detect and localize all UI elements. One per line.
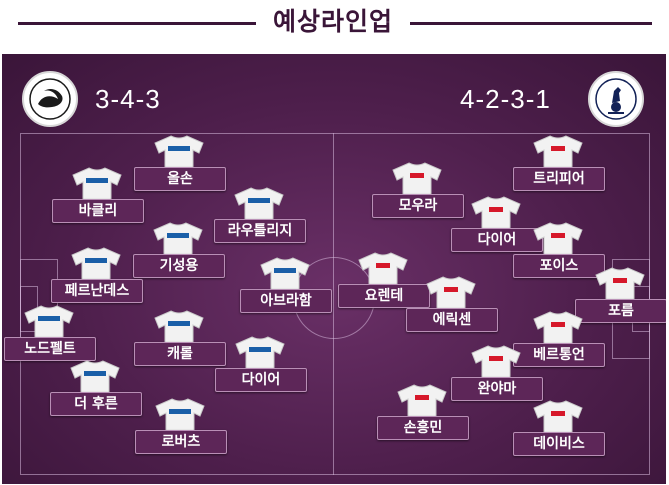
home-formation: 3-4-3: [95, 84, 161, 114]
jersey-icon: [533, 222, 583, 258]
player-label: 올손: [134, 167, 226, 191]
jersey-icon: [533, 400, 583, 436]
player-label: 에릭센: [406, 308, 498, 332]
player-label: 베르통언: [513, 343, 605, 367]
player-label: 바클리: [52, 199, 144, 223]
pitch: 3-4-3 4-2-3-1 올손 바클리 라우틀리지 기성용 페르난데스 아브라…: [2, 54, 666, 484]
jersey-icon: [533, 135, 583, 171]
player-label: 데이비스: [513, 432, 605, 456]
player-label: 페르난데스: [51, 279, 143, 303]
player-label: 캐롤: [134, 342, 226, 366]
player-label: 포름: [575, 299, 666, 323]
jersey-icon: [358, 252, 408, 288]
jersey-icon: [471, 345, 521, 381]
jersey-icon: [397, 384, 447, 420]
jersey-icon: [71, 247, 121, 283]
player-label: 라우틀리지: [214, 219, 306, 243]
jersey-icon: [260, 257, 310, 293]
jersey-icon: [595, 267, 645, 303]
jersey-icon: [426, 276, 476, 312]
jersey-icon: [234, 187, 284, 223]
header-rule-left: [18, 22, 256, 25]
player-label: 요렌테: [338, 284, 430, 308]
jersey-icon: [471, 196, 521, 232]
jersey-icon: [154, 135, 204, 171]
jersey-icon: [72, 167, 122, 203]
jersey-icon: [24, 305, 74, 341]
jersey-icon: [70, 360, 120, 396]
page-title: 예상라인업: [272, 7, 393, 36]
swan-crest-icon: [22, 71, 78, 127]
header-rule-right: [410, 22, 652, 25]
jersey-icon: [392, 162, 442, 198]
player-label: 기성용: [133, 254, 225, 278]
cockerel-crest-icon: [588, 71, 644, 127]
jersey-icon: [533, 311, 583, 347]
jersey-icon: [153, 222, 203, 258]
player-label: 로버츠: [135, 430, 227, 454]
player-label: 더 후른: [50, 392, 142, 416]
player-label: 포이스: [513, 254, 605, 278]
player-label: 아브라함: [240, 289, 332, 313]
jersey-icon: [155, 398, 205, 434]
jersey-icon: [235, 336, 285, 372]
header: 예상라인업: [0, 0, 669, 50]
player-label: 다이어: [215, 368, 307, 392]
player-label: 트리피어: [513, 167, 605, 191]
player-label: 완야마: [451, 377, 543, 401]
player-label: 다이어: [451, 228, 543, 252]
player-label: 손흥민: [377, 416, 469, 440]
jersey-icon: [154, 310, 204, 346]
player-label: 모우라: [372, 194, 464, 218]
away-formation: 4-2-3-1: [460, 84, 551, 114]
player-label: 노드펠트: [4, 337, 96, 361]
